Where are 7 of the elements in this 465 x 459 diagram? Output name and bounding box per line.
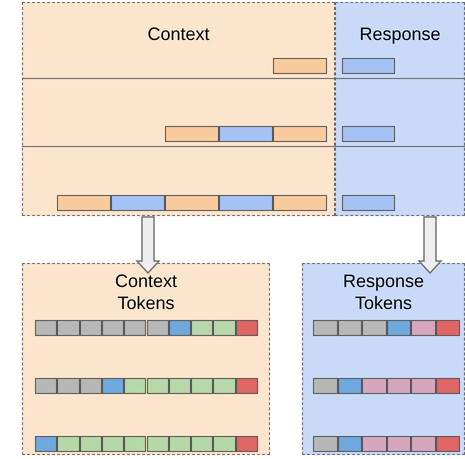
block-arrow: [135, 216, 161, 274]
panel-title: Context Tokens: [114, 270, 178, 314]
dashed-panel: [335, 2, 465, 216]
panel-title: Context: [147, 23, 210, 45]
panel-title: Response Tokens: [342, 270, 426, 314]
panel-title: Response: [359, 23, 441, 45]
block-arrow: [417, 216, 443, 274]
